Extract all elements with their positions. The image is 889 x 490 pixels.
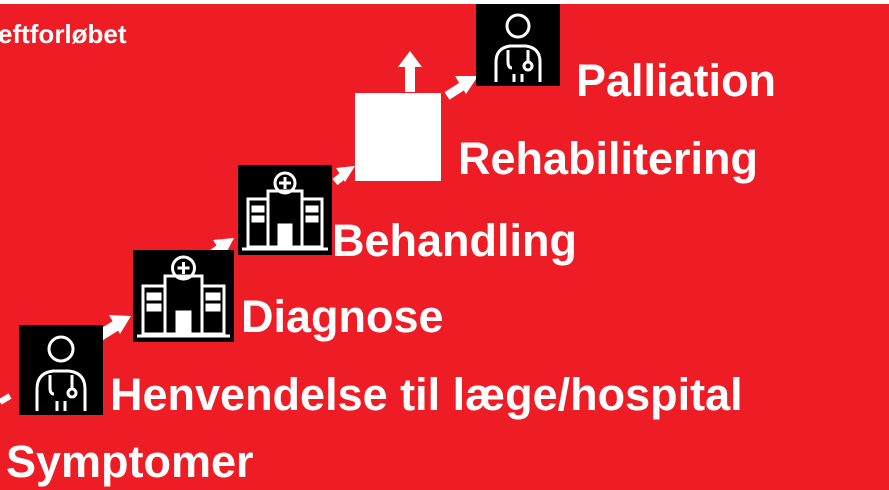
step-label-symptomer: Symptomer [6, 436, 254, 487]
arrow-head-5 [455, 76, 478, 94]
background [0, 4, 889, 490]
arrow-head-4 [398, 51, 422, 67]
slide: eftforløbet Palliation Rehabilitering [0, 4, 889, 490]
arrows [0, 51, 478, 405]
step-label-henvendelse: Henvendelse til læge/hospital [110, 369, 743, 420]
step-label-behandling: Behandling [332, 215, 577, 266]
step-label-palliation: Palliation [576, 55, 777, 106]
arrow-head-1 [109, 315, 131, 334]
arrow-symptomer-to-henvendelse [0, 393, 12, 405]
palliation-doctor-icon [476, 4, 560, 86]
arrow-head-3 [336, 166, 355, 182]
behandling-hospital-icon [238, 165, 332, 255]
arrow-head-2 [213, 238, 234, 257]
arrow-rehab-to-palliation [444, 81, 467, 100]
diagram-title: eftforløbet [0, 19, 127, 49]
diagnose-hospital-icon [133, 250, 234, 342]
step-label-diagnose: Diagnose [241, 291, 444, 342]
henvendelse-doctor-icon [19, 325, 103, 415]
rehabilitering-box [355, 93, 441, 181]
step-label-rehabilitering: Rehabilitering [458, 133, 759, 184]
